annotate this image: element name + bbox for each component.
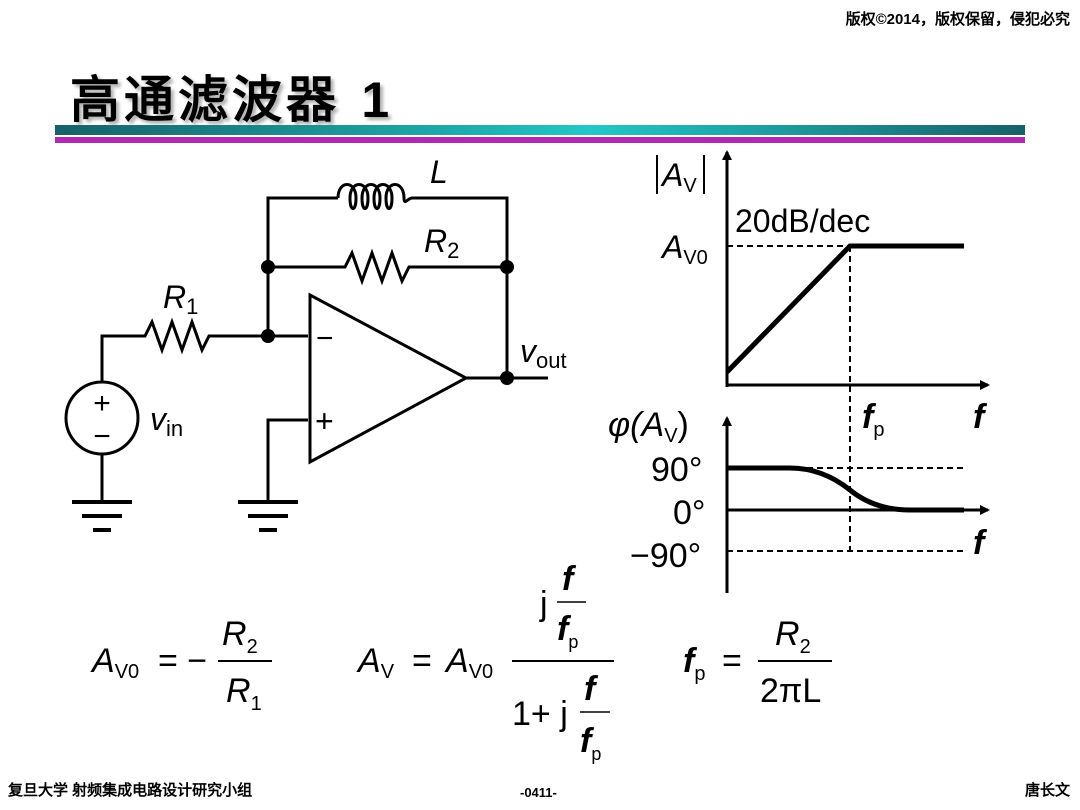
formula-av: AV = AV0 j f fp 1+ j f fp [356,560,614,764]
eq3-equals: = [722,642,742,680]
eq2-lhs: AV [356,642,395,683]
phase-f-axis-label: f [973,524,988,562]
slide-title-number: 1 [361,72,394,128]
phase-plot: φ(AV) fp f 90° 0° −90° f [608,398,990,593]
ground-symbol-right [238,500,298,532]
eq1-numerator: R2 [222,615,258,658]
r1-resistor [100,317,308,382]
feedback-wire [266,267,509,378]
source-minus-sign: − [93,420,111,453]
high-pass-circuit [64,183,548,532]
tick-minus90-label: −90° [630,537,701,575]
av0-level-label: AV0 [660,229,708,269]
eq2-av0: AV0 [444,642,493,683]
eq3-lhs: fp [683,642,705,685]
source-polarity: + − [93,387,111,453]
phase-response-curve [727,465,964,513]
ground-symbol-left [72,500,132,532]
slide-title: 高通滤波器 1 [70,60,393,132]
title-underline-magenta [55,137,1025,143]
formula-av0: AV0 = − R2 R1 [90,615,272,715]
eq3-denominator: 2πL [760,672,821,710]
source-plus-sign: + [93,387,111,420]
node-dot [500,260,514,274]
magnitude-ylabel: AV [660,157,697,197]
tick-0-label: 0° [673,494,706,532]
op-amp-minus-input: − [316,322,334,355]
node-dot [500,371,514,385]
eq1-equals: = − [158,642,207,680]
vout-label: vout [520,333,567,373]
footer-group-name: 复旦大学 射频集成电路设计研究小组 [8,782,253,799]
inductor-wire [266,196,509,267]
slide-title-text: 高通滤波器 [70,70,340,129]
r1-label: R1 [163,279,198,319]
circuit-nodes [261,260,514,385]
slope-label: 20dB/dec [735,203,870,239]
eq2-num-f: f [562,560,577,598]
copyright-notice: 版权©2014，版权保留，侵犯必究 [845,11,1070,28]
magnitude-f-axis-label: f [973,398,988,436]
voltage-source [64,380,140,456]
r2-resistor [268,248,507,286]
eq1-lhs: AV0 [90,642,139,683]
fp-axis-label: fp [862,398,884,441]
node-dot [261,329,275,343]
r2-label: R2 [424,223,459,263]
eq2-num-j: j [539,585,548,623]
eq3-numerator: R2 [775,615,811,658]
magnitude-response-curve [725,243,964,374]
inductor-label: L [430,154,448,190]
eq2-equals: = [412,642,432,680]
eq1-denominator: R1 [226,672,262,715]
formulas: AV0 = − R2 R1 AV = AV0 j f fp 1+ j f fp … [90,560,832,764]
op-amp-symbol [308,292,470,465]
op-amp-plus-input: + [315,403,334,439]
magnitude-plot: AV 20dB/dec AV0 [656,150,990,555]
vin-label: vin [150,401,183,441]
eq2-den-fp: fp [580,722,601,764]
eq2-den-one-plus-j: 1+ j [512,695,568,733]
node-dot [261,260,275,274]
inductor-symbol [336,183,413,210]
title-underline-teal [55,125,1025,135]
footer-author: 唐长文 [1024,782,1070,799]
plus-input-ground-wire [266,418,308,500]
eq2-den-f: f [584,670,599,708]
tick-90-label: 90° [651,451,702,489]
footer-page-number: -0411- [520,785,557,800]
formula-fp: fp = R2 2πL [683,615,832,710]
phase-ylabel: φ(AV) [608,406,689,447]
eq2-num-fp: fp [557,610,578,652]
